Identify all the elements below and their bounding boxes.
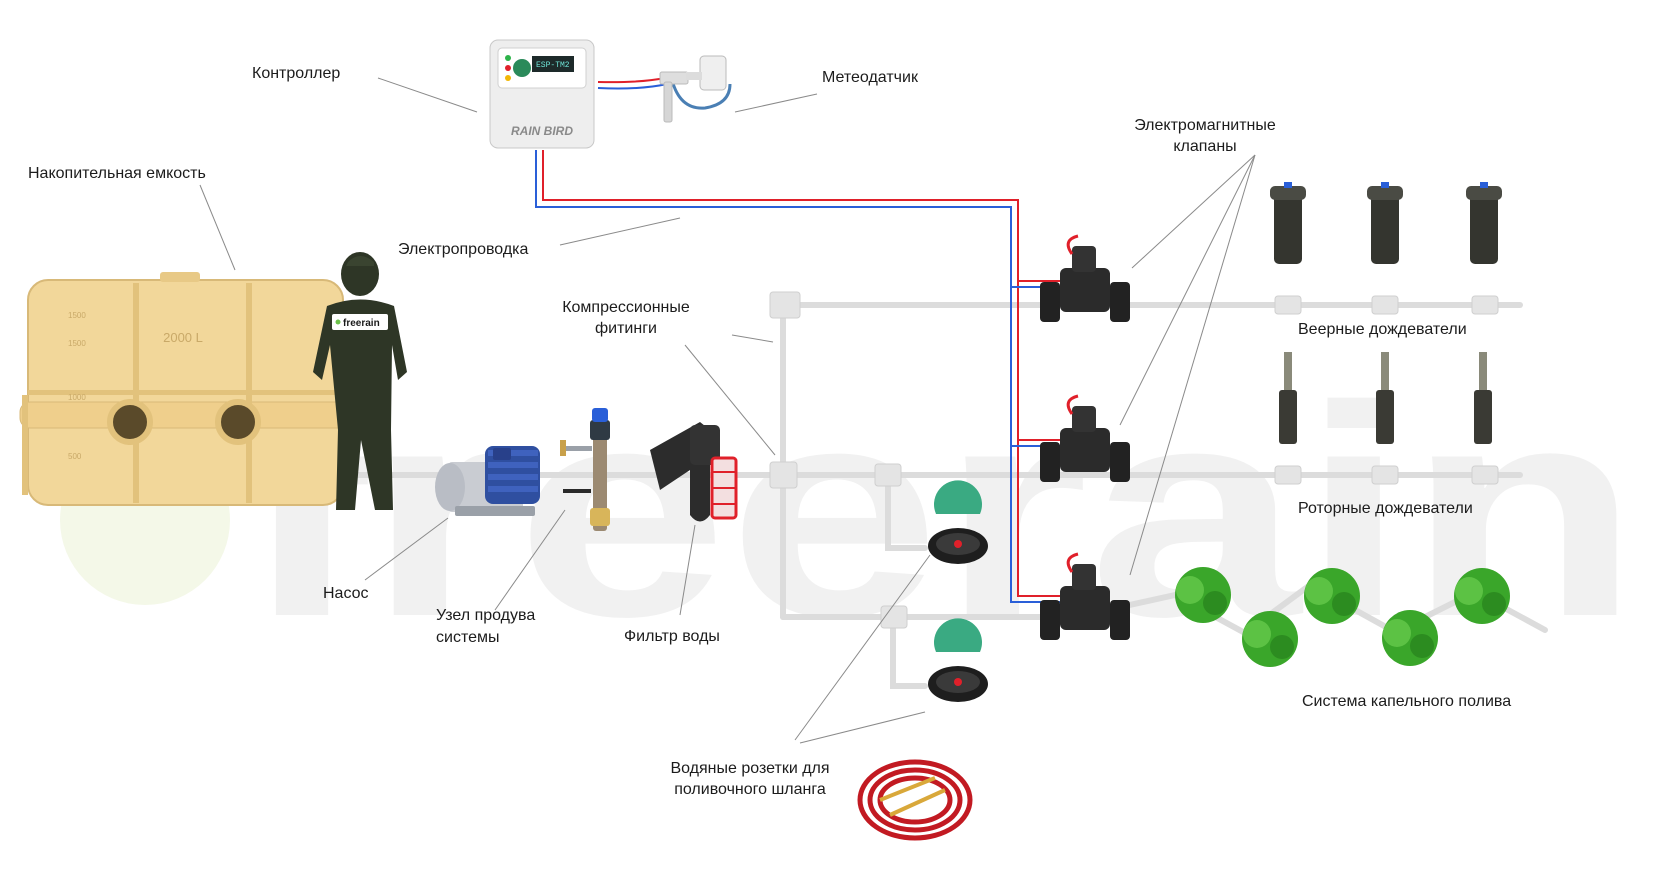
fitting-tee — [1471, 295, 1499, 315]
label-sockets: поливочного шланга — [674, 781, 826, 798]
spray-head-icon — [1270, 182, 1306, 264]
label-spray-heads: Веерные дождеватели — [1298, 321, 1467, 338]
label-filter: Фильтр воды — [624, 628, 720, 645]
bush-icon — [1454, 568, 1510, 624]
label-fittings: Компрессионные — [562, 299, 690, 316]
solenoid-valve-icon — [1040, 552, 1130, 640]
sensor-cable — [670, 79, 732, 110]
water-socket-icon — [928, 618, 988, 702]
sensor-wire-blue — [597, 83, 668, 90]
tank-mark: 1500 — [68, 339, 86, 348]
rotor-head-icon — [1474, 352, 1492, 444]
wire-red — [542, 150, 1070, 597]
fitting-tee — [769, 461, 798, 489]
controller-icon: ESP-TM2 RAIN BIRD — [489, 39, 595, 149]
bush-icon — [1304, 568, 1360, 624]
solenoid-valve-icon — [1040, 394, 1130, 482]
fitting-tee — [1274, 295, 1302, 315]
fittings — [769, 291, 1499, 629]
socket-branch-2 — [890, 614, 928, 689]
weather-sensor-icon — [659, 55, 727, 123]
socket-branch-1 — [885, 472, 928, 551]
leader-lines — [199, 77, 1256, 744]
purge-valve-icon — [560, 408, 610, 531]
fitting-tee — [1371, 295, 1399, 315]
water-socket-icon — [928, 480, 988, 564]
fitting-tee — [1371, 465, 1399, 485]
rotor-head-icon — [1279, 352, 1297, 444]
label-pump: Насос — [323, 585, 369, 602]
fitting-tee — [1471, 465, 1499, 485]
sensor-wire-red — [597, 77, 666, 84]
bush-icon — [1382, 610, 1438, 666]
controller-screen: ESP-TM2 — [536, 61, 570, 70]
spray-head-icon — [1367, 182, 1403, 264]
label-drip: Система капельного полива — [1302, 693, 1511, 710]
controller-brand: RAIN BIRD — [511, 124, 573, 138]
tank-mark: 1000 — [68, 393, 86, 402]
label-wiring: Электропроводка — [398, 241, 529, 258]
rotor-head-icon — [1376, 352, 1394, 444]
tank-mark: 1500 — [68, 311, 86, 320]
bush-icon — [1242, 611, 1298, 667]
tank-mark: 500 — [68, 452, 82, 461]
label-valves: клапаны — [1173, 138, 1236, 155]
fitting-tee — [880, 605, 908, 629]
label-valves: Электромагнитные — [1134, 117, 1276, 134]
label-sockets: Водяные розетки для — [670, 760, 829, 777]
label-tank: Накопительная емкость — [28, 165, 206, 182]
person-badge: freerain — [343, 318, 380, 329]
fitting-elbow — [769, 291, 801, 319]
filter-icon — [650, 422, 738, 522]
spray-head-icon — [1466, 182, 1502, 264]
hose-icon — [857, 759, 973, 841]
person-icon: freerain — [313, 252, 407, 510]
label-purge: системы — [436, 629, 499, 646]
pump-icon — [435, 446, 540, 516]
label-controller: Контроллер — [252, 65, 340, 82]
tank-volume: 2000 L — [163, 330, 203, 345]
label-rotor-heads: Роторные дождеватели — [1298, 500, 1473, 517]
fitting-tee — [874, 463, 902, 487]
bush-icon — [1175, 567, 1231, 623]
labels: Контроллер Метеодатчик Накопительная емк… — [28, 65, 1511, 798]
tank-icon: 2000 L 1500 1500 1000 500 — [19, 272, 353, 506]
label-purge: Узел продува — [436, 607, 535, 624]
label-fittings: фитинги — [595, 320, 657, 337]
fitting-tee — [1274, 465, 1302, 485]
solenoid-valve-icon — [1040, 234, 1130, 322]
label-meteo-sensor: Метеодатчик — [822, 69, 919, 86]
